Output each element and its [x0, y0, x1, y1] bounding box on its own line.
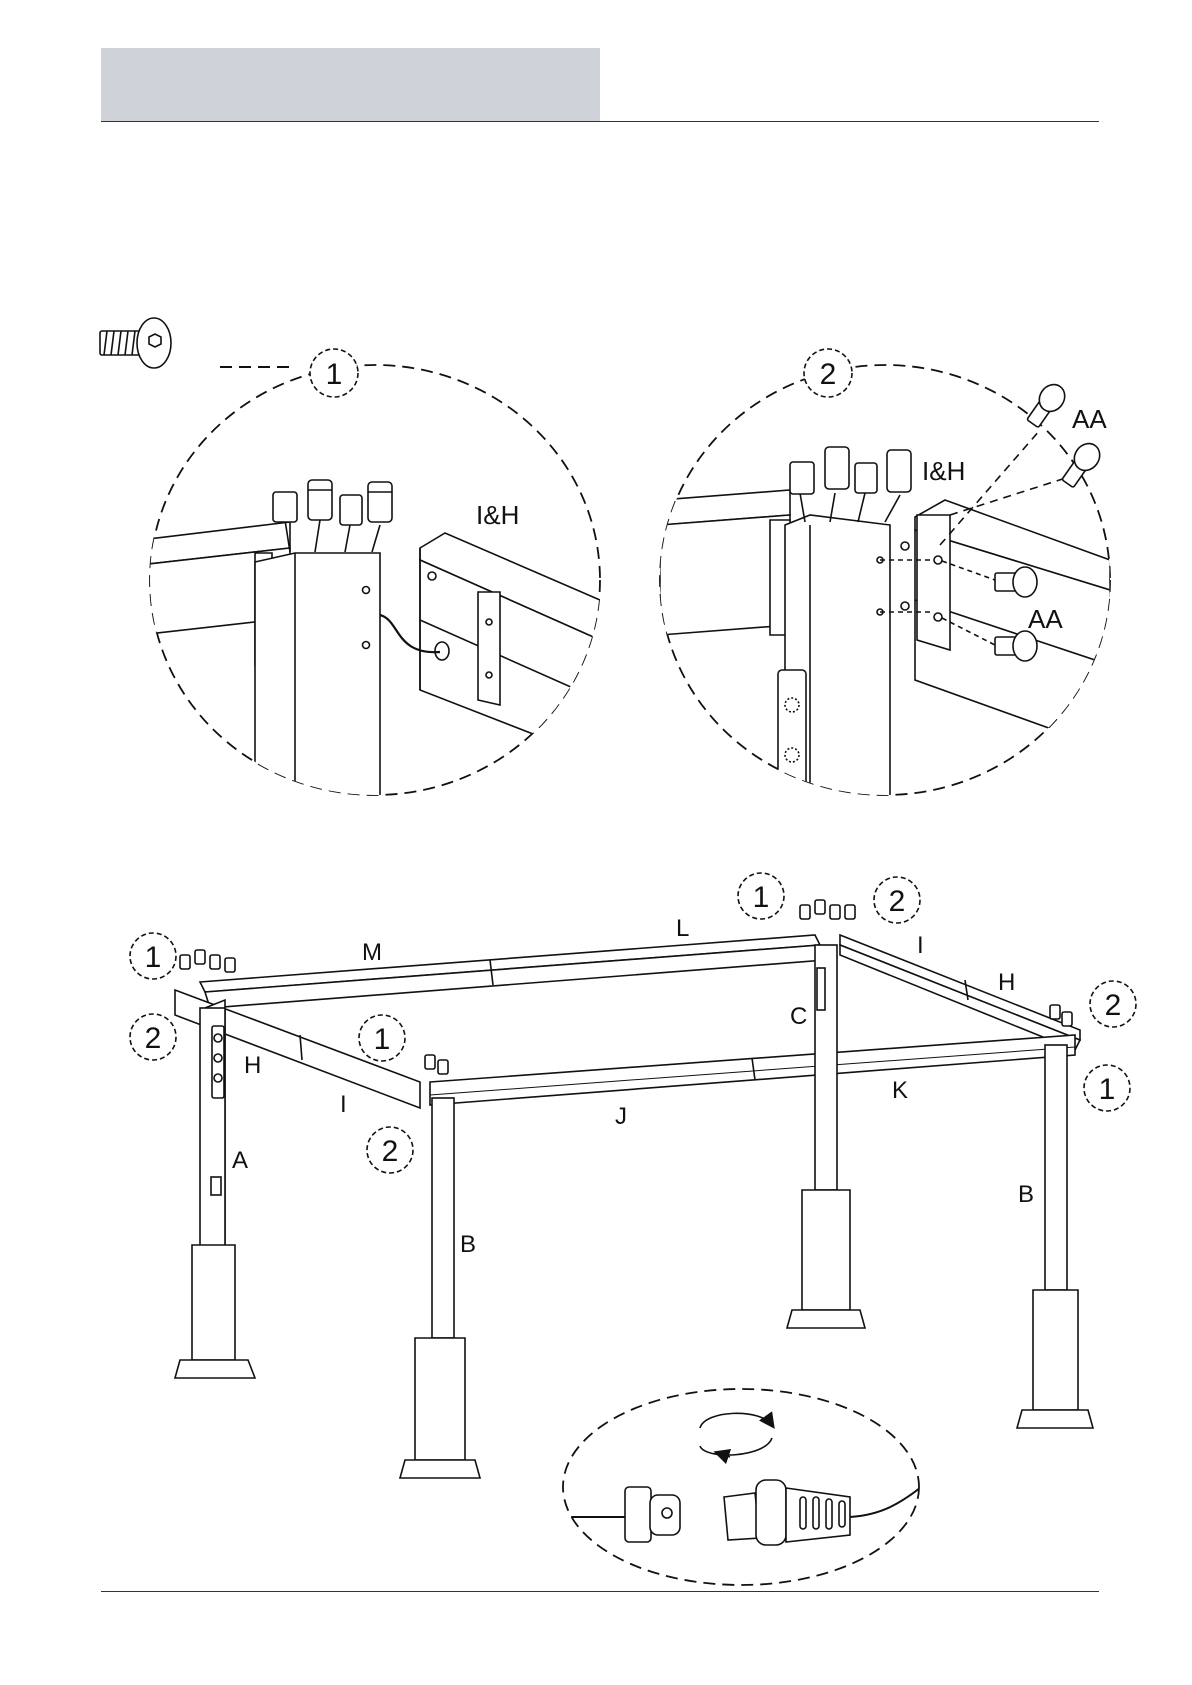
marker-1-front: 1 — [374, 1023, 391, 1056]
part-h-left-label: H — [244, 1052, 261, 1079]
aa-label-top: AA — [1072, 404, 1107, 434]
part-b-front-label: B — [460, 1231, 476, 1258]
detail-2-circle: 2 I&H AA AA — [660, 349, 1110, 820]
marker-1-right: 1 — [1099, 1073, 1116, 1106]
marker-2-right: 2 — [1105, 989, 1122, 1022]
marker-1-left: 1 — [145, 941, 162, 974]
detail-2-ih-label: I&H — [922, 456, 965, 486]
part-a-label: A — [232, 1147, 248, 1174]
marker-2-front: 2 — [382, 1135, 399, 1168]
frame-markers: 1 2 1 2 1 2 1 2 — [130, 873, 1136, 1173]
connector-detail — [560, 1389, 930, 1585]
rotate-arrows-icon — [700, 1413, 772, 1457]
part-m-label: M — [362, 939, 382, 966]
marker-2-left: 2 — [145, 1022, 162, 1055]
marker-1-back: 1 — [753, 881, 770, 914]
detail-1-ih-label: I&H — [476, 500, 519, 530]
part-c-label: C — [790, 1003, 807, 1030]
marker-2-back: 2 — [889, 885, 906, 918]
part-i-right-label: I — [917, 932, 924, 959]
part-b-right-label: B — [1018, 1181, 1034, 1208]
aa-label-bottom: AA — [1028, 604, 1063, 634]
detail-1-number: 1 — [326, 358, 343, 391]
screw-icon — [100, 318, 171, 368]
detail-1-circle: 1 I&H — [140, 349, 600, 820]
part-i-left-label: I — [340, 1091, 347, 1118]
frame-assembly — [175, 900, 1093, 1478]
part-l-label: L — [676, 915, 689, 942]
detail-2-number: 2 — [820, 358, 837, 391]
part-h-right-label: H — [998, 969, 1015, 996]
part-j-label: J — [615, 1103, 627, 1130]
part-k-label: K — [892, 1077, 908, 1104]
footer-divider — [101, 1591, 1099, 1592]
